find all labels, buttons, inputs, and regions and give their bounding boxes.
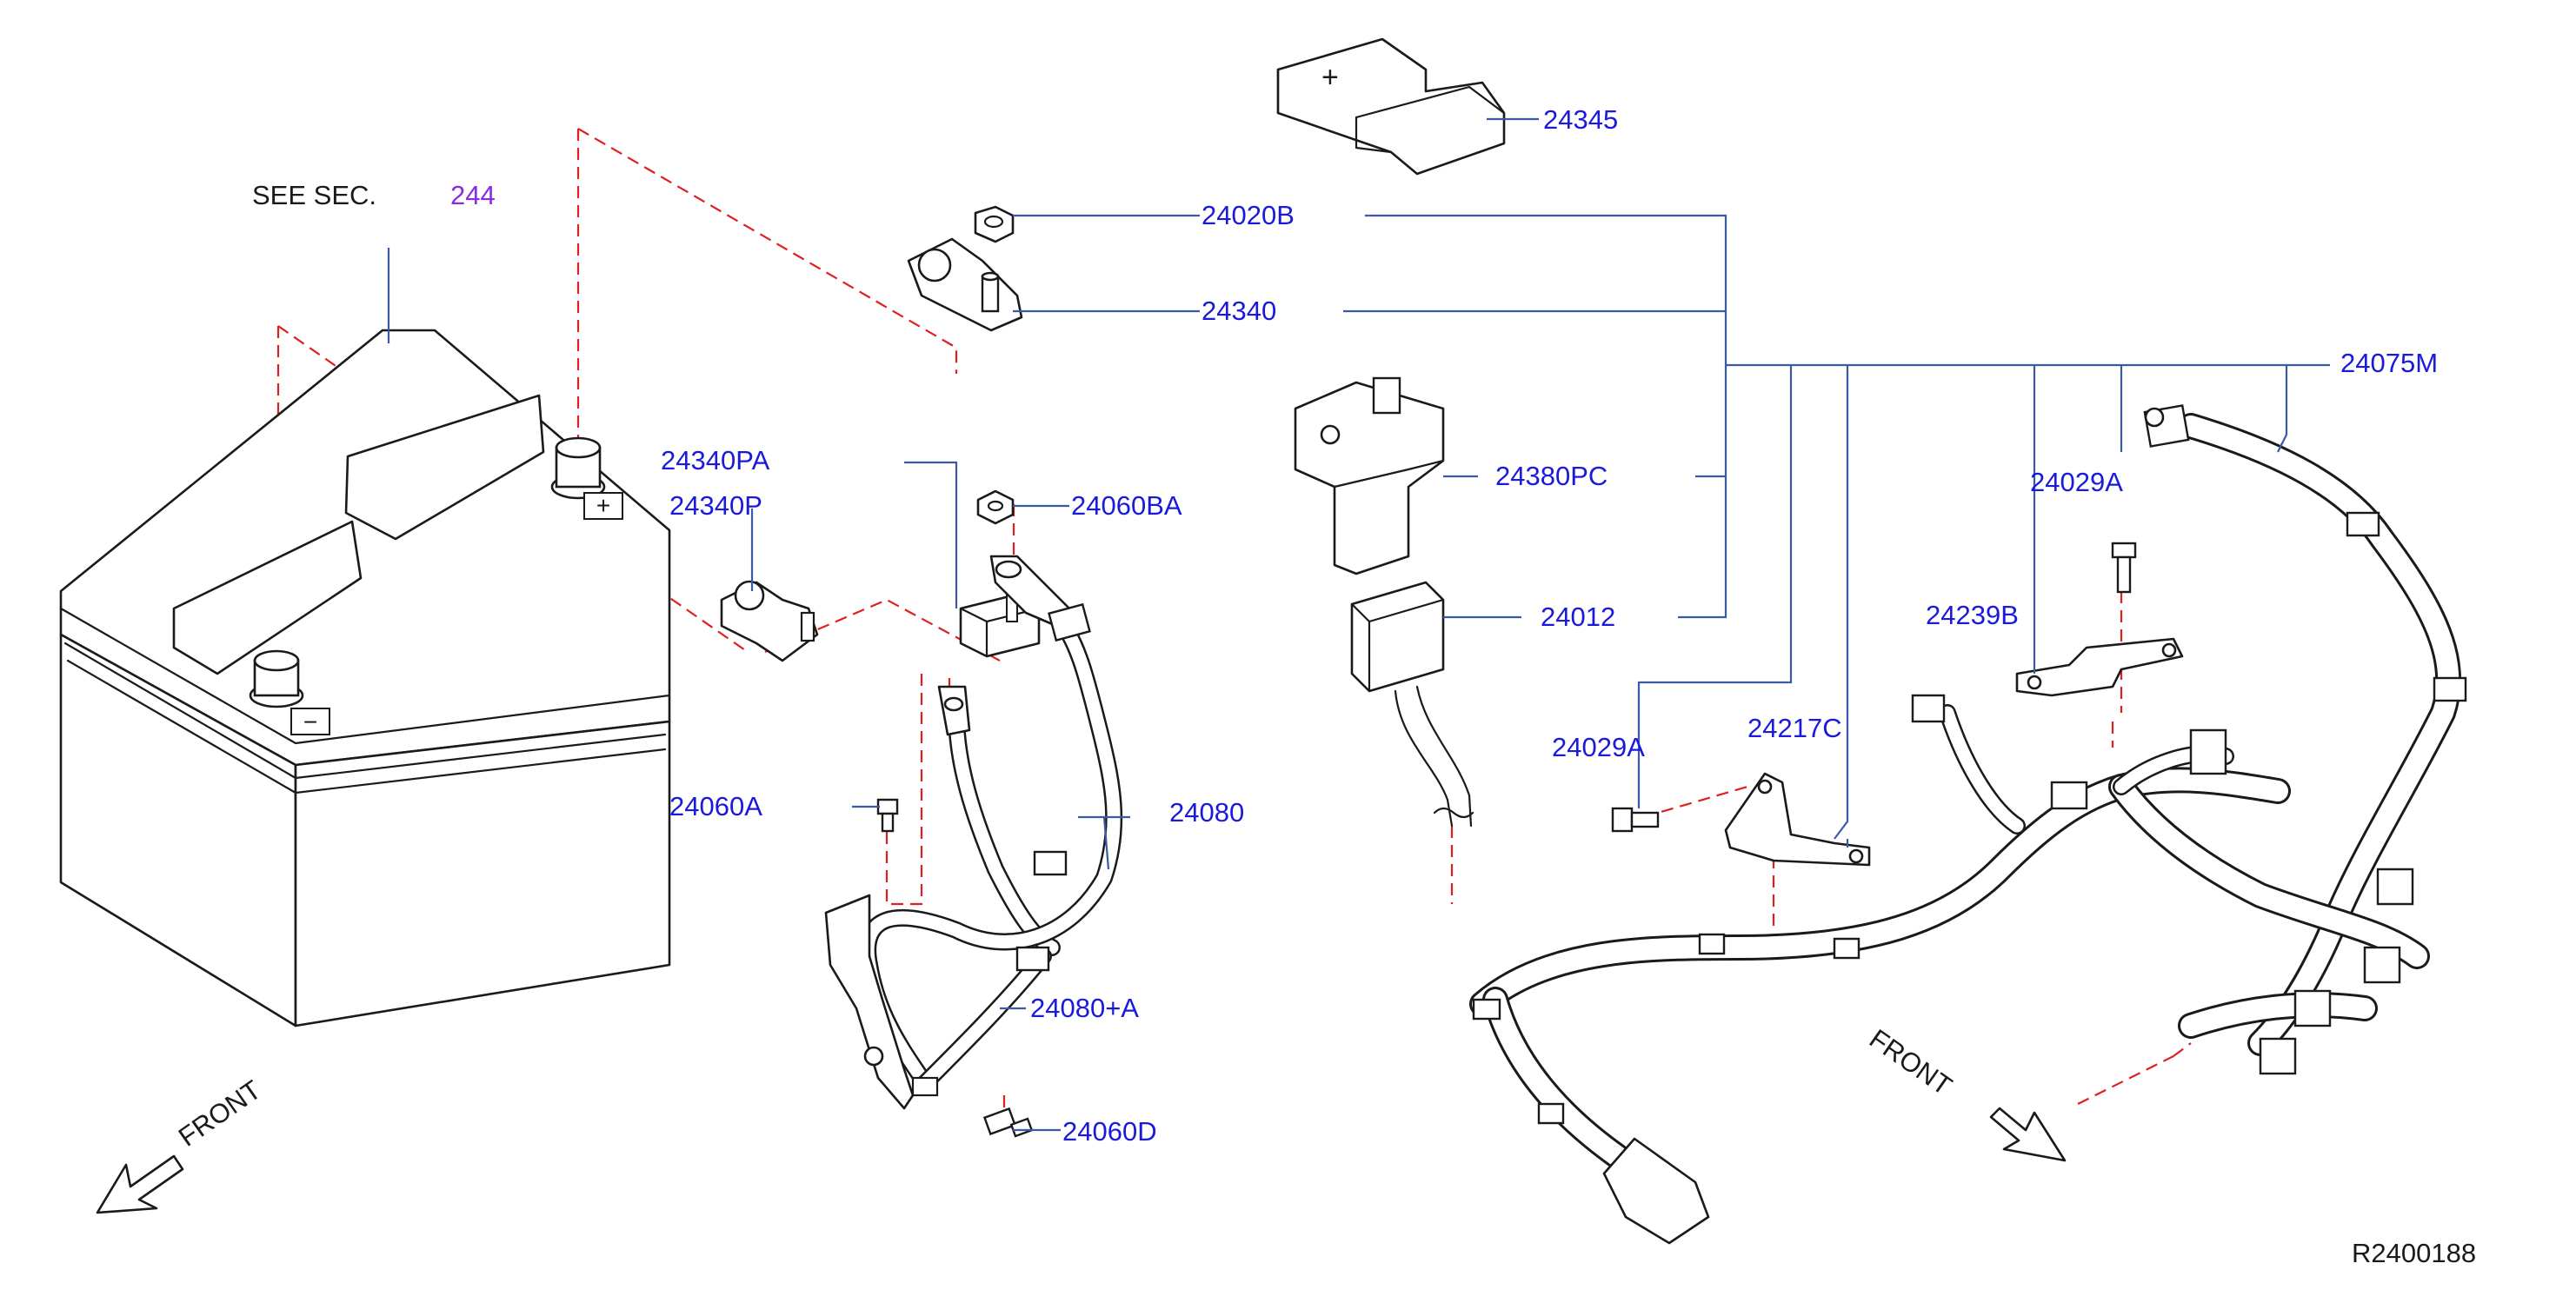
- negative-terminal-post: [249, 649, 304, 708]
- svg-text:24080: 24080: [1169, 797, 1244, 828]
- callout-24340pa[interactable]: 24340PA: [661, 445, 770, 475]
- callout-24340p[interactable]: 24340P: [669, 490, 762, 521]
- negative-terminal-clamp: [720, 580, 819, 662]
- svg-text:+: +: [596, 492, 610, 519]
- diagram-code: R2400188: [2352, 1238, 2476, 1268]
- svg-text:24060D: 24060D: [1062, 1116, 1157, 1147]
- callout-24020b[interactable]: 24020B: [1201, 200, 1295, 230]
- section-number-link[interactable]: 244: [450, 180, 496, 210]
- bolt-24029a-upper: [2111, 542, 2137, 594]
- callout-24060a[interactable]: 24060A: [669, 791, 762, 821]
- callout-24012[interactable]: 24012: [1541, 602, 1615, 632]
- callout-24075m[interactable]: 24075M: [2340, 348, 2438, 378]
- svg-text:24239B: 24239B: [1926, 600, 2019, 630]
- battery: + −: [59, 329, 671, 1027]
- see-section-reference: SEE SEC. 244: [252, 180, 496, 210]
- svg-text:24060BA: 24060BA: [1071, 490, 1182, 521]
- callout-24345[interactable]: 24345: [1543, 104, 1618, 135]
- callout-24029a-lower[interactable]: 24029A: [1552, 732, 1645, 762]
- bolt-24060a: [876, 798, 899, 833]
- plus-mark: +: [583, 492, 623, 520]
- svg-text:−: −: [303, 708, 317, 735]
- fuse-block: [1350, 581, 1474, 828]
- front-label-left: FRONT: [173, 1074, 267, 1153]
- svg-text:24060A: 24060A: [669, 791, 762, 821]
- svg-text:24345: 24345: [1543, 104, 1618, 135]
- see-section-text: SEE SEC.: [252, 180, 376, 210]
- callout-24080[interactable]: 24080: [1169, 797, 1244, 828]
- callout-24060d[interactable]: 24060D: [1062, 1116, 1157, 1147]
- bolt-24029a-lower: [1611, 807, 1660, 833]
- svg-text:24340P: 24340P: [669, 490, 762, 521]
- svg-text:24075M: 24075M: [2340, 348, 2438, 378]
- front-arrow-left: FRONT: [96, 1074, 267, 1214]
- svg-text:24380PC: 24380PC: [1495, 461, 1608, 491]
- svg-text:24080+A: 24080+A: [1030, 993, 1139, 1023]
- svg-text:24340PA: 24340PA: [661, 445, 770, 475]
- harness-bracket-24239b: [2015, 637, 2184, 697]
- leader-lines: [387, 117, 2330, 1132]
- terminal-cover: +: [1276, 37, 1506, 176]
- svg-text:24217C: 24217C: [1747, 713, 1842, 743]
- positive-terminal-clamp: [907, 237, 1023, 332]
- minus-mark: −: [290, 708, 330, 735]
- wiring-harness: [1469, 404, 2467, 1245]
- callout-24060ba[interactable]: 24060BA: [1071, 490, 1182, 521]
- callout-24080-plus-a[interactable]: 24080+A: [1030, 993, 1139, 1023]
- callout-24340[interactable]: 24340: [1201, 296, 1276, 326]
- callout-24380pc[interactable]: 24380PC: [1495, 461, 1608, 491]
- nut: [974, 205, 1015, 243]
- front-label-right: FRONT: [1864, 1023, 1958, 1101]
- callout-24239b[interactable]: 24239B: [1926, 600, 2019, 630]
- svg-text:+: +: [1321, 61, 1339, 94]
- svg-text:24020B: 24020B: [1201, 200, 1295, 230]
- svg-text:24029A: 24029A: [1552, 732, 1645, 762]
- positive-terminal-post: [550, 436, 606, 500]
- svg-text:24029A: 24029A: [2030, 467, 2123, 497]
- callout-24029a-upper[interactable]: 24029A: [2030, 467, 2123, 497]
- callout-24217c[interactable]: 24217C: [1747, 713, 1842, 743]
- svg-text:24340: 24340: [1201, 296, 1276, 326]
- battery-cable: [824, 555, 1123, 1110]
- flange-nut: [976, 489, 1015, 525]
- svg-text:24012: 24012: [1541, 602, 1615, 632]
- fusible-link-holder: [1294, 376, 1445, 575]
- harness-bracket-24217c: [1724, 772, 1871, 867]
- front-arrow-right: FRONT: [1864, 1023, 2067, 1162]
- bolt-24060d: [982, 1107, 1034, 1138]
